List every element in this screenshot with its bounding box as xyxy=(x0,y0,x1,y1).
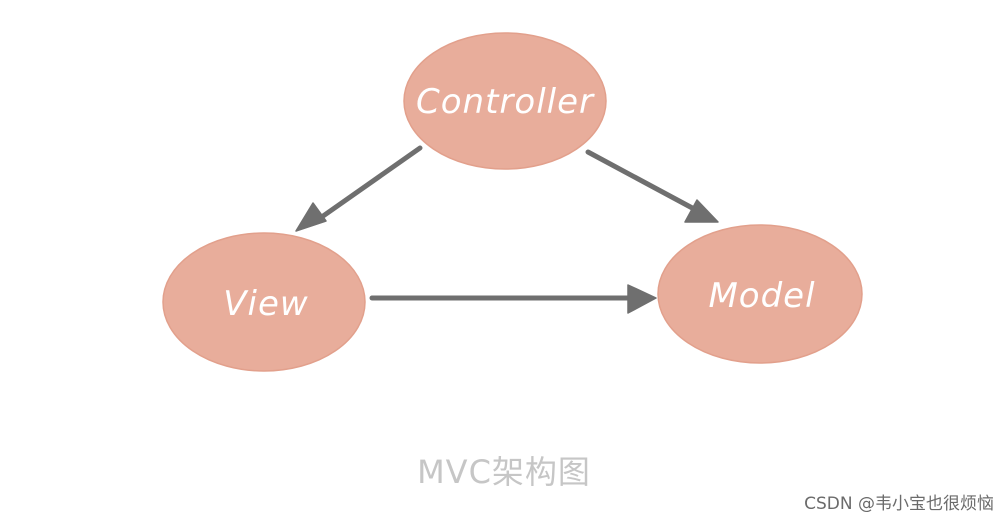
node-model: Model xyxy=(657,224,863,364)
node-label-view: View xyxy=(223,284,308,324)
arrow-controller-to-model xyxy=(585,149,719,223)
diagram-caption: MVC架构图 xyxy=(417,453,591,491)
arrow-view-to-model xyxy=(369,284,657,314)
node-label-model: Model xyxy=(708,276,815,316)
node-label-controller: Controller xyxy=(416,82,595,122)
node-controller: Controller xyxy=(403,32,607,170)
csdn-watermark: CSDN @韦小宝也很烦恼 xyxy=(804,494,994,514)
arrow-controller-to-view xyxy=(295,145,423,232)
node-view: View xyxy=(162,232,366,372)
